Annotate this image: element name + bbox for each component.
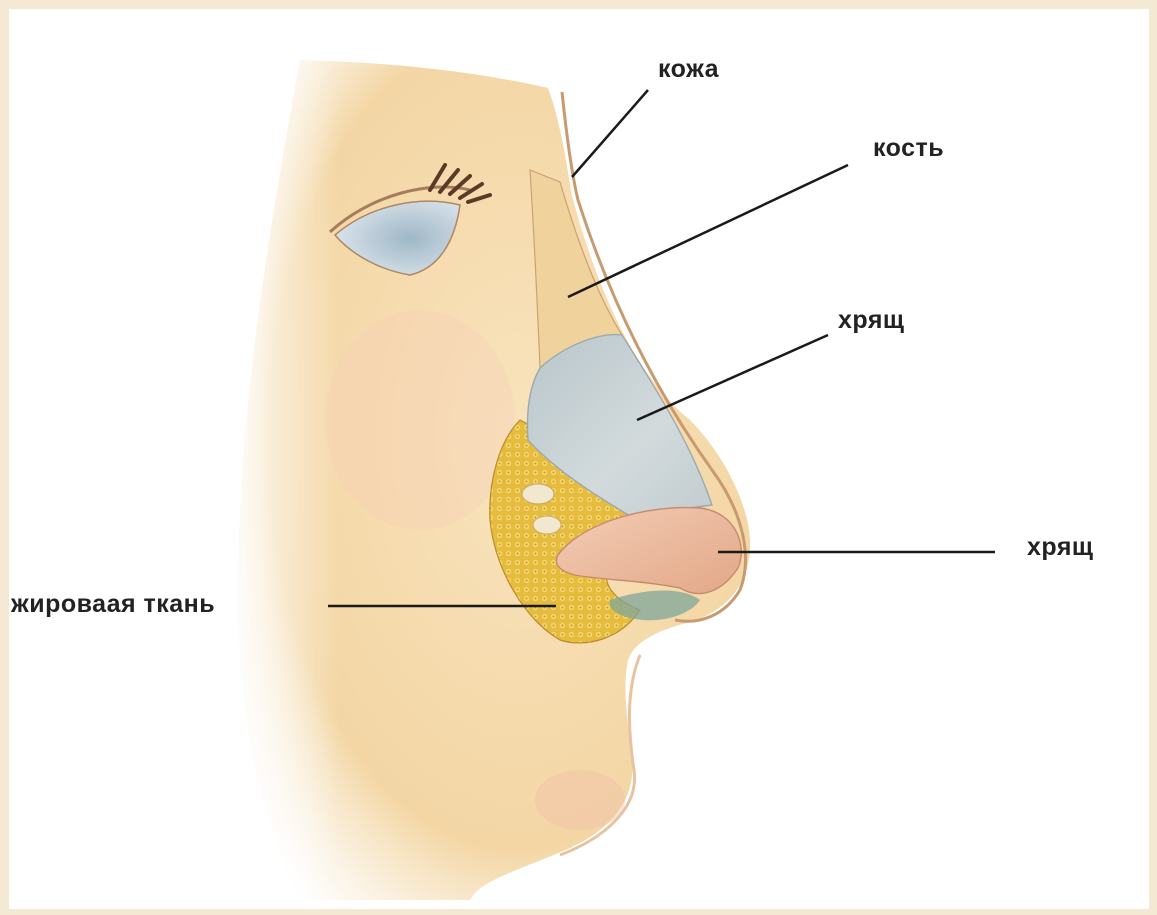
leader-line-skin	[572, 90, 648, 177]
label-bone: кость	[873, 136, 944, 161]
label-skin: кожа	[658, 57, 719, 82]
label-fat-tissue: жироваая ткань	[11, 592, 215, 617]
lip-shade	[535, 770, 625, 830]
leader-line-bone	[568, 165, 848, 297]
fat-lobule-1	[522, 484, 554, 504]
cheek-blush	[325, 310, 515, 530]
label-cartilage-upper: хрящ	[838, 308, 905, 333]
fat-lobule-2	[533, 516, 561, 534]
label-cartilage-lower: хрящ	[1027, 535, 1094, 560]
skin-fade-overlay	[220, 60, 340, 900]
leader-line-cartilage-upper	[637, 335, 828, 420]
